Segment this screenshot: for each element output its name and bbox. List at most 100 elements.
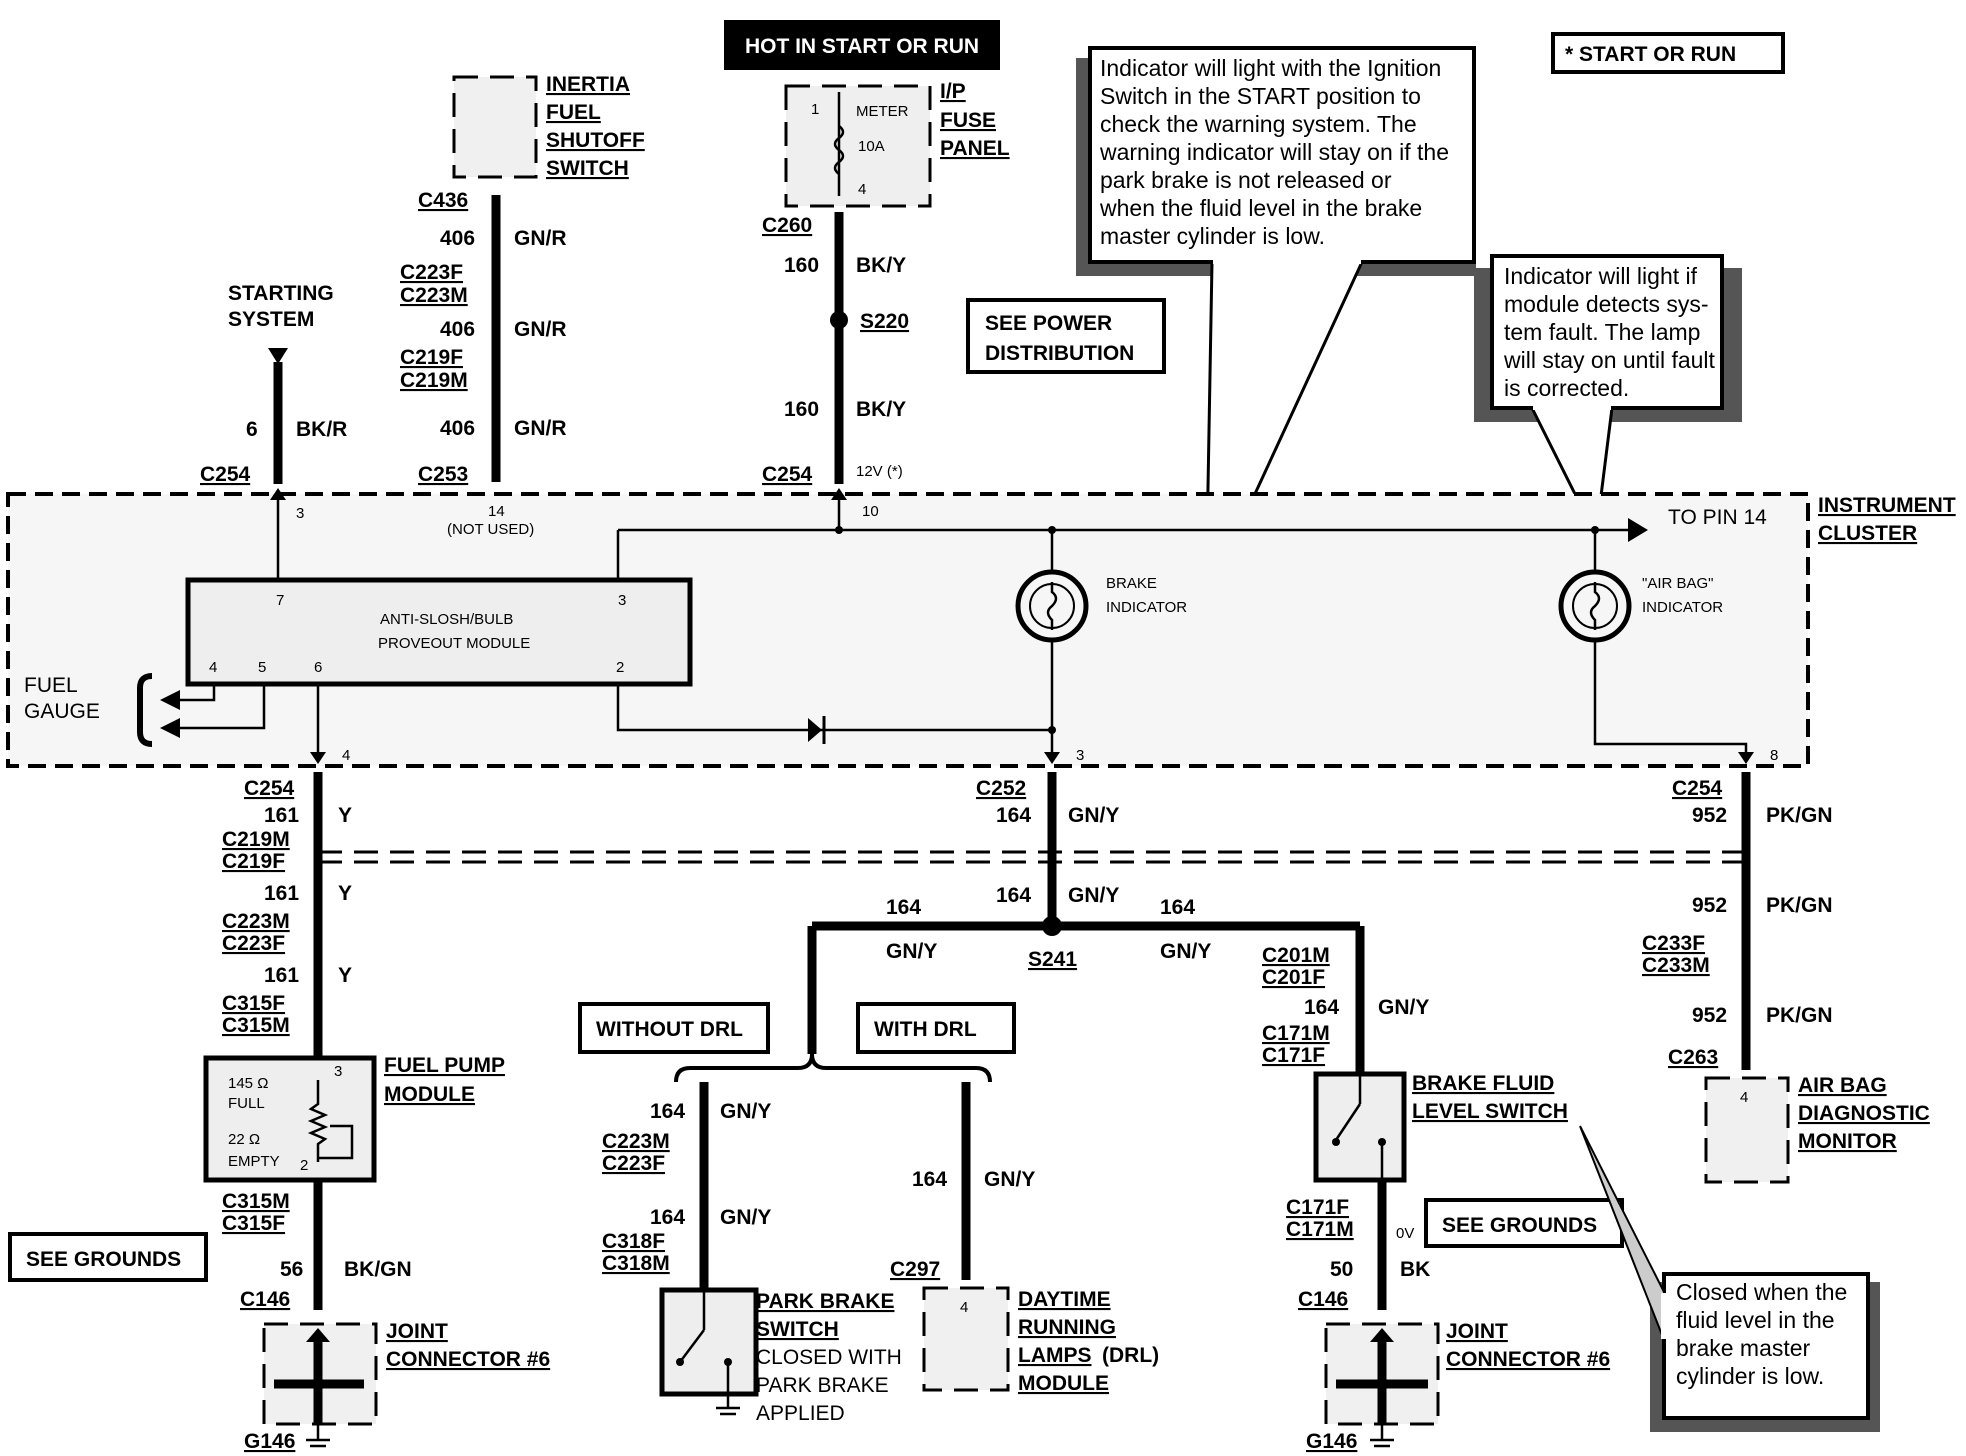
module-pin-7: 7 bbox=[276, 592, 284, 609]
circuit-161-c: 161 bbox=[264, 964, 299, 987]
legend-box bbox=[1551, 32, 1785, 74]
starting-arrow-icon bbox=[268, 348, 288, 364]
conn-c253: C253 bbox=[418, 463, 468, 486]
svg-text:brake master: brake master bbox=[1676, 1335, 1811, 1361]
gauge-wire-4 bbox=[180, 684, 216, 702]
color-gny-h: GN/Y bbox=[1378, 996, 1429, 1019]
svg-text:APPLIED: APPLIED bbox=[756, 1402, 845, 1425]
to-pin14-arrow-icon bbox=[1628, 518, 1648, 542]
svg-text:Indicator will light with the: Indicator will light with the Ignition bbox=[1100, 55, 1441, 81]
color-bky-b: BK/Y bbox=[856, 398, 906, 421]
conn-c146-a: C146 bbox=[240, 1288, 290, 1311]
color-pkgn-a: PK/GN bbox=[1766, 804, 1833, 827]
conn-c233m: C233M bbox=[1642, 954, 1710, 977]
circuit-164-f: 164 bbox=[650, 1206, 685, 1229]
conn-c171m-b: C171M bbox=[1286, 1218, 1354, 1241]
svg-text:I/P: I/P bbox=[940, 80, 966, 103]
circuit-952-c: 952 bbox=[1692, 1004, 1727, 1027]
circuit-406-a: 406 bbox=[440, 227, 475, 250]
module-pin-6: 6 bbox=[314, 659, 322, 676]
conn-c223m-b: C223M bbox=[222, 910, 290, 933]
svg-text:when the fluid level in the br: when the fluid level in the brake bbox=[1099, 195, 1422, 221]
color-pkgn-b: PK/GN bbox=[1766, 894, 1833, 917]
circuit-164-e: 164 bbox=[650, 1100, 685, 1123]
bus-node-a bbox=[835, 526, 843, 534]
conn-c219f-b: C219F bbox=[222, 850, 285, 873]
color-gnr-a: GN/R bbox=[514, 227, 567, 250]
brake-indicator-line2: INDICATOR bbox=[1106, 599, 1187, 616]
conn-c171f-b: C171F bbox=[1286, 1196, 1349, 1219]
drl-bracket bbox=[674, 1053, 992, 1083]
anti-slosh-module bbox=[185, 577, 693, 687]
module-pin-4: 4 bbox=[209, 659, 217, 676]
circuit-164-a: 164 bbox=[996, 804, 1031, 827]
to-pin14-label: TO PIN 14 bbox=[1668, 506, 1767, 529]
label-not-used: (NOT USED) bbox=[447, 521, 534, 538]
color-gnr-c: GN/R bbox=[514, 417, 567, 440]
diode-node bbox=[1048, 726, 1056, 734]
inertia-switch-label: INERTIA FUEL SHUTOFF SWITCH bbox=[546, 73, 645, 180]
see-grounds-a-text: SEE GROUNDS bbox=[26, 1248, 181, 1271]
hot-banner-box bbox=[724, 20, 1000, 70]
jc-b-line2: CONNECTOR #6 bbox=[1446, 1348, 1610, 1371]
svg-text:Indicator will light if: Indicator will light if bbox=[1504, 263, 1698, 289]
color-gny-e: GN/Y bbox=[720, 1100, 771, 1123]
circuit-952-a: 952 bbox=[1692, 804, 1727, 827]
svg-text:warning indicator will stay on: warning indicator will stay on if the bbox=[1099, 139, 1449, 165]
svg-text:check the warning system. The: check the warning system. The bbox=[1100, 111, 1417, 137]
svg-text:INERTIA: INERTIA bbox=[546, 73, 630, 96]
svg-text:STARTING: STARTING bbox=[228, 282, 334, 305]
conn-c254-a: C254 bbox=[200, 463, 251, 486]
see-grounds-b-text: SEE GROUNDS bbox=[1442, 1214, 1597, 1237]
see-grounds-a bbox=[8, 1232, 208, 1282]
brake-lamp-filament bbox=[1046, 582, 1058, 630]
pin10-arrow-icon bbox=[831, 488, 847, 500]
svg-text:RUNNING: RUNNING bbox=[1018, 1316, 1116, 1339]
svg-text:CLOSED WITH: CLOSED WITH bbox=[756, 1346, 902, 1369]
fuel-pump-module bbox=[203, 1055, 377, 1183]
circuit-164-b: 164 bbox=[996, 884, 1031, 907]
pin-3-top: 3 bbox=[296, 505, 304, 522]
conn-c318f: C318F bbox=[602, 1230, 665, 1253]
circuit-160-b: 160 bbox=[784, 398, 819, 421]
pin8-arrow-icon bbox=[1738, 752, 1754, 764]
conn-c171f-a: C171F bbox=[1262, 1044, 1325, 1067]
conn-c315m-b: C315M bbox=[222, 1190, 290, 1213]
svg-text:MONITOR: MONITOR bbox=[1798, 1130, 1897, 1153]
conn-c223m-a: C223M bbox=[400, 284, 468, 307]
pin3-arrow-icon bbox=[270, 488, 286, 500]
fuel-gauge-bracket bbox=[137, 673, 153, 747]
color-y-b: Y bbox=[338, 882, 352, 905]
splice-s220 bbox=[830, 311, 848, 329]
see-power-line2: DISTRIBUTION bbox=[985, 342, 1134, 365]
svg-text:PARK BRAKE: PARK BRAKE bbox=[756, 1290, 894, 1313]
svg-text:Switch in the START position t: Switch in the START position to bbox=[1100, 83, 1421, 109]
conn-c223f-a: C223F bbox=[400, 261, 463, 284]
svg-text:park brake is not released: park brake is not released or bbox=[1100, 167, 1392, 193]
conn-c233f: C233F bbox=[1642, 932, 1705, 955]
svg-text:MODULE: MODULE bbox=[384, 1083, 475, 1106]
brake-note: Indicator will light with the Ignition S… bbox=[1076, 46, 1476, 601]
cluster-pin-4: 4 bbox=[342, 747, 350, 764]
circuit-952-b: 952 bbox=[1692, 894, 1727, 917]
label-12v: 12V (*) bbox=[856, 463, 903, 480]
fpm-wiper bbox=[318, 1124, 354, 1160]
module-pin2-wire bbox=[616, 684, 1052, 732]
without-drl-box bbox=[578, 1002, 770, 1054]
fpm-full-value: 145 Ω bbox=[228, 1075, 268, 1092]
svg-text:SWITCH: SWITCH bbox=[756, 1318, 839, 1341]
svg-text:DAYTIME: DAYTIME bbox=[1018, 1288, 1111, 1311]
svg-text:Closed when the: Closed when the bbox=[1676, 1279, 1847, 1305]
conn-c297: C297 bbox=[890, 1258, 940, 1281]
fpm-resistor-icon bbox=[307, 1080, 329, 1162]
circuit-164-c: 164 bbox=[886, 896, 921, 919]
svg-text:MODULE: MODULE bbox=[1018, 1372, 1109, 1395]
circuit-56: 56 bbox=[280, 1258, 303, 1281]
see-power-line1: SEE POWER bbox=[985, 312, 1112, 335]
fpm-empty-label: EMPTY bbox=[228, 1153, 280, 1170]
diode-icon bbox=[808, 718, 822, 742]
svg-text:module detects sys-: module detects sys- bbox=[1504, 291, 1709, 317]
svg-text:LAMPS: LAMPS bbox=[1018, 1344, 1092, 1367]
module-pin-5: 5 bbox=[258, 659, 266, 676]
color-gnr-b: GN/R bbox=[514, 318, 567, 341]
